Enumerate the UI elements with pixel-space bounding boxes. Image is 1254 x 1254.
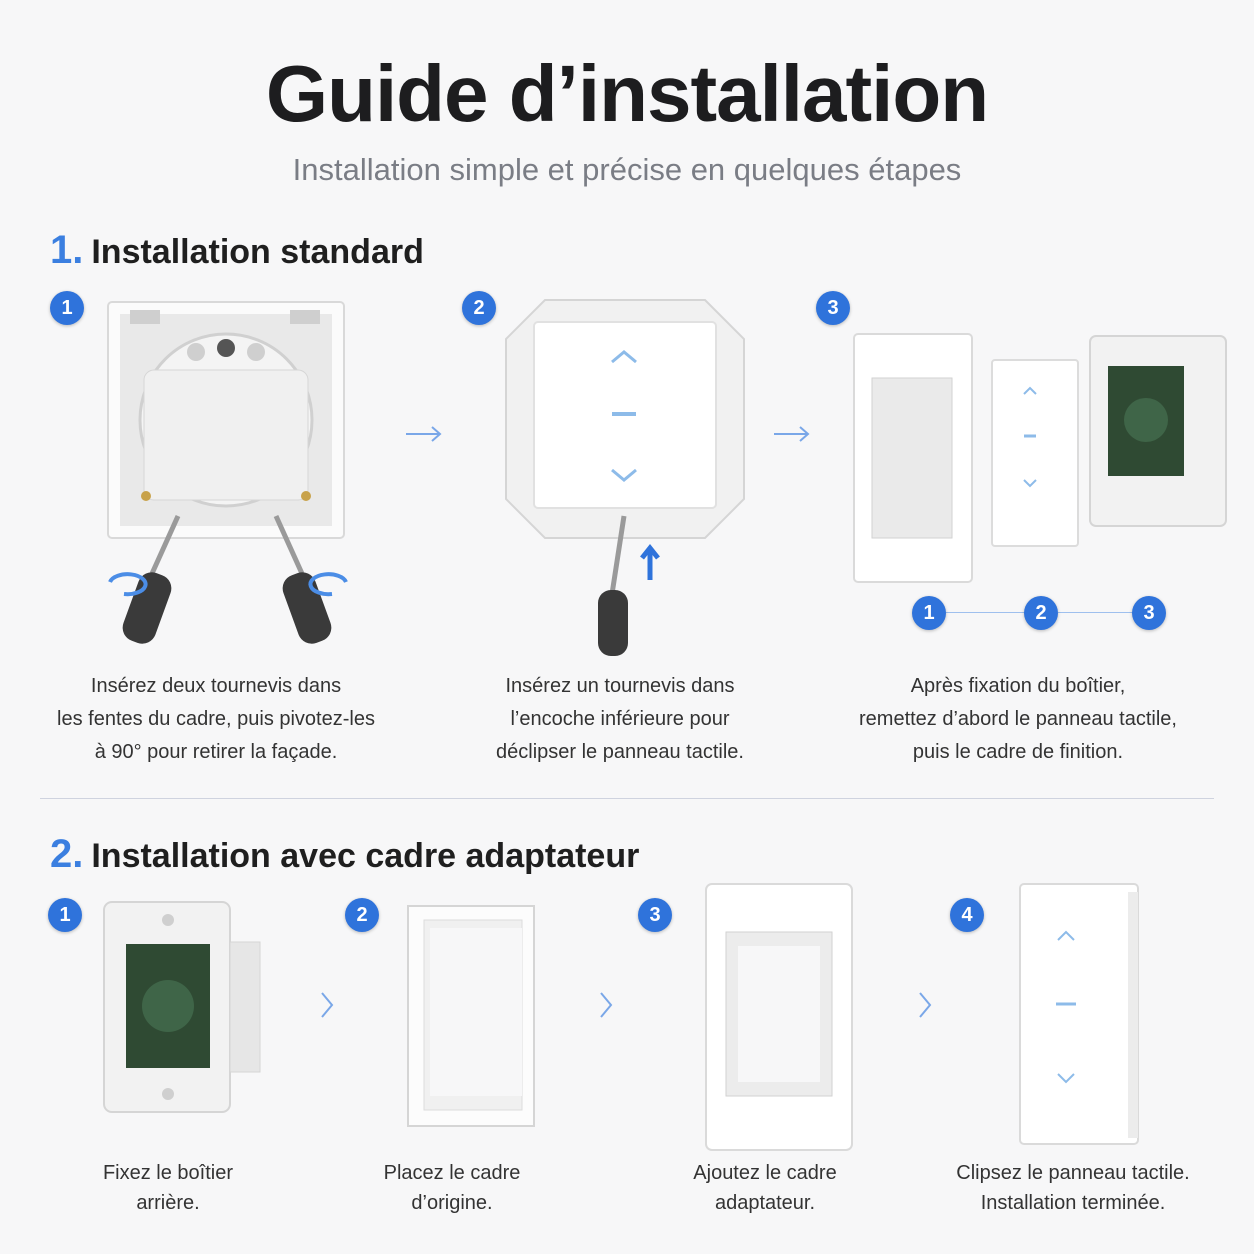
chevron-right-icon	[600, 992, 613, 1018]
sequence-line	[1058, 612, 1134, 613]
step-1-1-caption: Insérez deux tournevis dans les fentes d…	[20, 670, 412, 769]
caption-line: l’encoche inférieure pour	[510, 708, 730, 730]
illustration-original-frame	[407, 905, 535, 1127]
sequence-line	[946, 612, 1026, 613]
caption-line: Fixez le boîtier	[102, 1162, 234, 1184]
sequence-badge-2: 2	[1024, 596, 1058, 630]
caption-line: remettez d’abord le panneau tactile,	[859, 708, 1177, 730]
caption-line: Clipsez le panneau tactile.	[956, 1162, 1190, 1184]
caption-line: à 90° pour retirer la façade.	[94, 741, 338, 763]
step-2-3-caption: Ajoutez le cadre adaptateur.	[642, 1158, 888, 1218]
caption-line: adaptateur.	[714, 1192, 816, 1214]
illustration-reassemble	[853, 333, 1227, 583]
caption-line: Insérez deux tournevis dans	[90, 675, 342, 697]
step-1-3-caption: Après fixation du boîtier, remettez d’ab…	[830, 670, 1206, 769]
illustration-adapter-frame	[705, 883, 853, 1151]
illustration-unclip-panel	[505, 299, 745, 656]
step-badge-2-2: 2	[345, 898, 379, 932]
step-badge-2-1: 1	[48, 898, 82, 932]
caption-line: d’origine.	[411, 1192, 493, 1214]
illustration-touch-panel	[1019, 883, 1139, 1145]
illustration-remove-faceplate	[107, 301, 348, 644]
section-1-title: Installation standard	[91, 233, 424, 271]
caption-line: Installation terminée.	[980, 1192, 1166, 1214]
arrow-right-icon	[774, 426, 810, 442]
step-badge-1-2: 2	[462, 291, 496, 325]
section-divider	[40, 798, 1214, 799]
page-subtitle: Installation simple et précise en quelqu…	[292, 152, 962, 187]
step-badge-1-1: 1	[50, 291, 84, 325]
step-badge-2-3: 3	[638, 898, 672, 932]
step-2-1-caption: Fixez le boîtier arrière.	[48, 1158, 288, 1218]
caption-line: puis le cadre de finition.	[912, 741, 1124, 763]
step-badge-1-3: 3	[816, 291, 850, 325]
arrow-right-icon	[406, 426, 442, 442]
sequence-indicator: 1 2 3	[912, 596, 1168, 630]
step-1-2-caption: Insérez un tournevis dans l’encoche infé…	[430, 670, 810, 769]
caption-line: arrière.	[136, 1192, 200, 1214]
section-2-title: Installation avec cadre adaptateur	[91, 837, 640, 875]
caption-line: les fentes du cadre, puis pivotez-les	[57, 708, 375, 730]
caption-line: déclipser le panneau tactile.	[496, 741, 744, 763]
step-badge-2-4: 4	[950, 898, 984, 932]
caption-line: Ajoutez le cadre	[693, 1162, 837, 1184]
chevron-right-icon	[919, 992, 932, 1018]
caption-line: Placez le cadre	[383, 1162, 521, 1184]
step-2-2-caption: Placez le cadre d’origine.	[330, 1158, 574, 1218]
caption-line: Insérez un tournevis dans	[505, 675, 735, 697]
chevron-right-icon	[321, 992, 334, 1018]
step-2-4-caption: Clipsez le panneau tactile. Installation…	[940, 1158, 1206, 1218]
section-1-heading: 1. Installation standard	[50, 228, 424, 273]
section-2-heading: 2. Installation avec cadre adaptateur	[50, 832, 639, 877]
caption-line: Après fixation du boîtier,	[910, 675, 1126, 697]
section-1-number: 1.	[50, 228, 84, 272]
sequence-badge-1: 1	[912, 596, 946, 630]
illustration-back-box	[103, 901, 261, 1113]
page-title: Guide d’installation	[265, 49, 989, 138]
section-2-number: 2.	[50, 832, 84, 876]
sequence-badge-3: 3	[1132, 596, 1166, 630]
